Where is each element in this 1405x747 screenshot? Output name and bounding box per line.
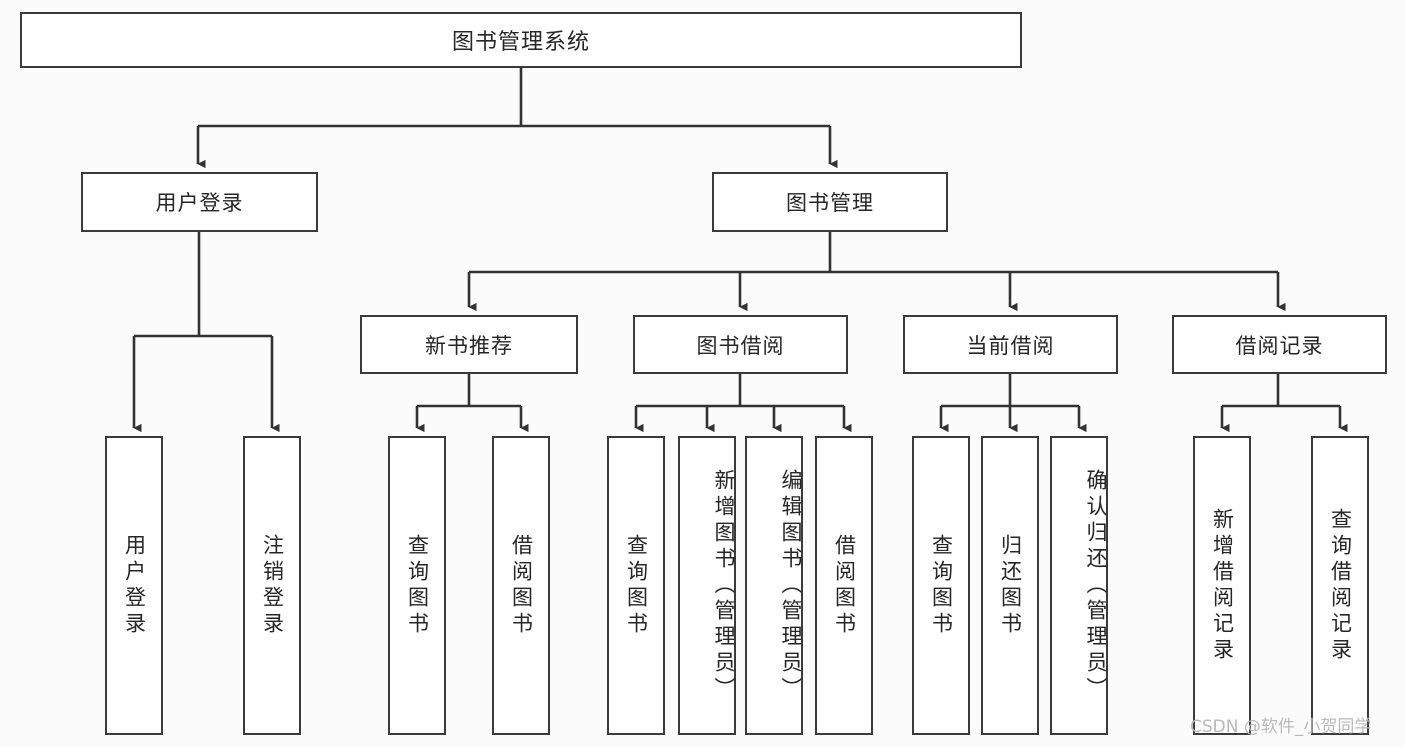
leaf-return-book[interactable]: 归还图书 (981, 436, 1039, 735)
node-book-management[interactable]: 图书管理 (712, 172, 948, 232)
watermark-text: CSDN @软件_小贺同学 (1190, 717, 1372, 737)
node-new-book-recommend[interactable]: 新书推荐 (360, 315, 578, 374)
leaf-query-book-current[interactable]: 查询图书 (912, 436, 970, 735)
node-user-login[interactable]: 用户登录 (81, 172, 318, 232)
leaf-query-borrow-record[interactable]: 查询借阅记录 (1311, 436, 1369, 735)
leaf-edit-book-admin[interactable]: 编辑图书（管理员） (745, 436, 803, 735)
node-book-borrow[interactable]: 图书借阅 (633, 315, 848, 374)
node-root-system[interactable]: 图书管理系统 (20, 12, 1022, 68)
leaf-query-book-borrow[interactable]: 查询图书 (607, 436, 665, 735)
leaf-add-borrow-record[interactable]: 新增借阅记录 (1193, 436, 1251, 735)
leaf-borrow-book[interactable]: 借阅图书 (815, 436, 873, 735)
node-borrow-record[interactable]: 借阅记录 (1172, 315, 1387, 374)
leaf-add-book-admin[interactable]: 新增图书（管理员） (678, 436, 736, 735)
leaf-user-login[interactable]: 用户登录 (105, 436, 163, 735)
leaf-borrow-book-recommend[interactable]: 借阅图书 (492, 436, 550, 735)
node-current-borrow[interactable]: 当前借阅 (903, 315, 1118, 374)
leaf-logout-login[interactable]: 注销登录 (243, 436, 301, 735)
leaf-confirm-return-admin[interactable]: 确认归还（管理员） (1050, 436, 1108, 735)
leaf-query-book-recommend[interactable]: 查询图书 (388, 436, 446, 735)
